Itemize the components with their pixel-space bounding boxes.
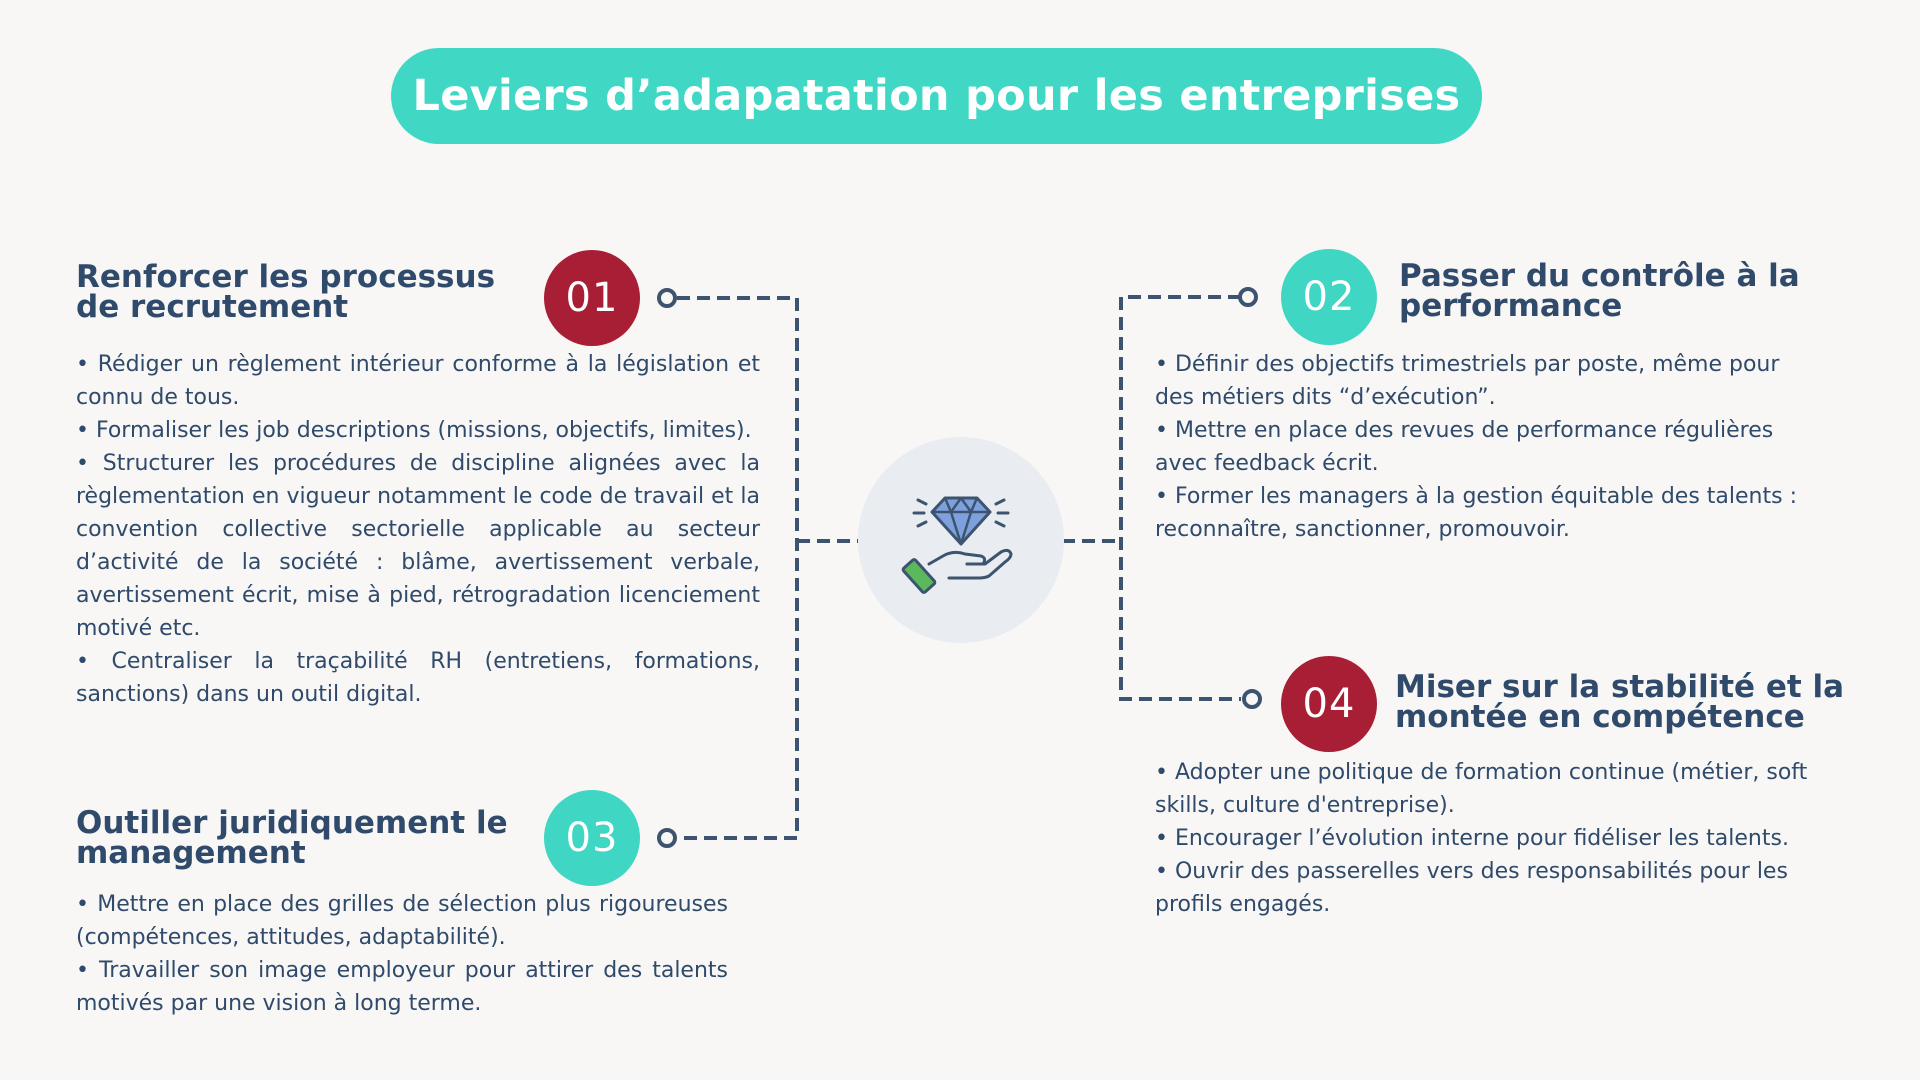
connector-dot-02: [1238, 287, 1258, 307]
bullet-item: • Formaliser les job descriptions (missi…: [76, 418, 752, 443]
section-body-03: • Mettre en place des grilles de sélecti…: [76, 888, 728, 1020]
number-badge-label: 01: [565, 275, 619, 321]
bullet-item: • Travailler son image employeur pour at…: [76, 958, 728, 1016]
number-badge-label: 02: [1302, 274, 1356, 320]
connector-dot-01: [657, 288, 677, 308]
number-badge-01: 01: [544, 250, 640, 346]
center-circle: [858, 437, 1064, 643]
connector-dot-03: [657, 828, 677, 848]
section-title-01: Renforcer les processus de recrutement: [76, 259, 536, 325]
number-badge-label: 04: [1302, 681, 1356, 727]
section-title-line: Outiller juridiquement le: [76, 805, 508, 841]
number-badge-03: 03: [544, 790, 640, 886]
section-body-02: • Définir des objectifs trimestriels par…: [1155, 348, 1825, 546]
section-title-line: Passer du contrôle à la: [1399, 258, 1800, 294]
section-title-line: management: [76, 835, 306, 871]
title-banner: Leviers d’adapatation pour les entrepris…: [391, 48, 1482, 144]
bullet-item: • Adopter une politique de formation con…: [1155, 760, 1808, 818]
section-body-01: • Rédiger un règlement intérieur conform…: [76, 348, 760, 711]
number-badge-02: 02: [1281, 249, 1377, 345]
section-title-03: Outiller juridiquement le management: [76, 805, 536, 871]
bullet-item: • Former les managers à la gestion équit…: [1155, 484, 1797, 542]
section-title-line: de recrutement: [76, 289, 349, 325]
bullet-item: • Ouvrir des passerelles vers des respon…: [1155, 859, 1788, 917]
section-title-02: Passer du contrôle à la performance: [1399, 258, 1889, 324]
bullet-item: • Encourager l’évolution interne pour fi…: [1155, 826, 1789, 851]
number-badge-04: 04: [1281, 656, 1377, 752]
section-title-line: Renforcer les processus: [76, 259, 496, 295]
section-title-line: performance: [1399, 288, 1623, 324]
section-body-04: • Adopter une politique de formation con…: [1155, 756, 1825, 921]
bullet-item: • Rédiger un règlement intérieur conform…: [76, 352, 760, 410]
bullet-item: • Centraliser la traçabilité RH (entreti…: [76, 649, 760, 707]
section-title-line: montée en compétence: [1395, 699, 1805, 735]
bullet-item: • Mettre en place des revues de performa…: [1155, 418, 1774, 476]
section-title-04: Miser sur la stabilité et la montée en c…: [1395, 669, 1895, 735]
page-title: Leviers d’adapatation pour les entrepris…: [412, 71, 1461, 121]
bullet-item: • Structurer les procédures de disciplin…: [76, 451, 760, 641]
section-title-line: Miser sur la stabilité et la: [1395, 669, 1845, 705]
bullet-item: • Définir des objectifs trimestriels par…: [1155, 352, 1780, 410]
connector-dot-04: [1242, 689, 1262, 709]
number-badge-label: 03: [565, 815, 619, 861]
diamond-in-hand-icon: [901, 496, 1013, 594]
bullet-item: • Mettre en place des grilles de sélecti…: [76, 892, 728, 950]
